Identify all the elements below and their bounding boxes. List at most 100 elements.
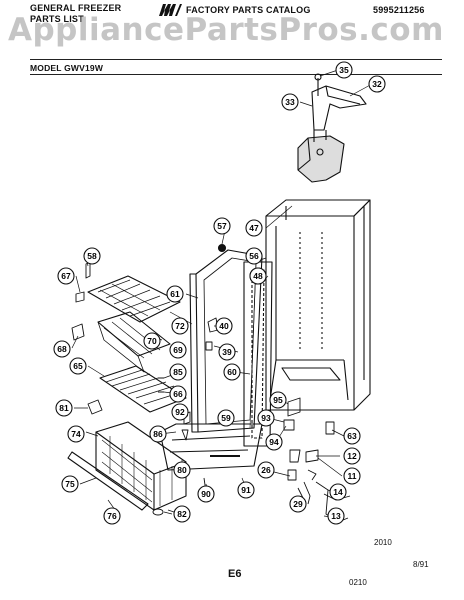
callout-81: 81 (55, 399, 73, 417)
catalog-title: FACTORY PARTS CATALOG (186, 5, 311, 15)
callout-label: 66 (173, 389, 183, 399)
top-hinge-assembly (297, 73, 367, 183)
callout-35: 35 (335, 61, 353, 79)
callout-66: 66 (169, 385, 187, 403)
callout-label: 32 (372, 79, 382, 89)
callout-47: 47 (245, 219, 263, 237)
brand-logo (158, 2, 182, 18)
callout-90: 90 (197, 485, 215, 503)
callout-61: 61 (166, 285, 184, 303)
front-trim (67, 451, 149, 511)
callout-label: 86 (153, 429, 163, 439)
callout-86: 86 (149, 425, 167, 443)
sub-code: 0210 (349, 578, 367, 587)
callout-label: 59 (221, 413, 231, 423)
callout-11: 11 (343, 467, 361, 485)
callout-29: 29 (289, 495, 307, 513)
callout-label: 47 (249, 223, 259, 233)
callout-label: 95 (273, 395, 283, 405)
callout-label: 57 (217, 221, 227, 231)
header-rule-bottom (30, 74, 442, 75)
callout-56: 56 (245, 247, 263, 265)
diagram-code: 2010 (374, 538, 392, 547)
callout-94: 94 (265, 433, 283, 451)
callout-label: 58 (87, 251, 97, 261)
small-hardware (71, 261, 351, 523)
callout-85: 85 (169, 363, 187, 381)
callout-57: 57 (213, 217, 231, 235)
callout-label: 91 (241, 485, 251, 495)
callout-93: 93 (257, 409, 275, 427)
model-label: MODEL GWV19W (30, 63, 104, 73)
callout-14: 14 (329, 483, 347, 501)
kick-plate (159, 423, 263, 471)
callout-label: 26 (261, 465, 271, 475)
callout-label: 93 (261, 413, 271, 423)
callout-label: 63 (347, 431, 357, 441)
callout-label: 35 (339, 65, 349, 75)
bottom-basket (95, 421, 187, 511)
watermark: AppliancePartsPros.com (8, 12, 444, 48)
callout-label: 85 (173, 367, 183, 377)
callout-76: 76 (103, 507, 121, 525)
callout-label: 75 (65, 479, 75, 489)
callout-label: 11 (348, 471, 357, 481)
callout-32: 32 (368, 75, 386, 93)
callout-60: 60 (223, 363, 241, 381)
callout-59: 59 (217, 409, 235, 427)
callout-72: 72 (171, 317, 189, 335)
callout-label: 33 (285, 97, 295, 107)
cabinet (265, 199, 371, 411)
callout-75: 75 (61, 475, 79, 493)
callout-label: 12 (347, 451, 357, 461)
callout-label: 67 (61, 271, 71, 281)
callout-68: 68 (53, 340, 71, 358)
callout-label: 60 (227, 367, 237, 377)
callout-69: 69 (169, 341, 187, 359)
callout-label: 94 (269, 437, 279, 447)
callout-label: 81 (59, 403, 69, 413)
wire-shelf (99, 365, 187, 413)
callout-80: 80 (173, 461, 191, 479)
callout-70: 70 (143, 332, 161, 350)
callout-12: 12 (343, 447, 361, 465)
top-shelf (87, 275, 181, 323)
callout-26: 26 (257, 461, 275, 479)
callout-label: 39 (222, 347, 232, 357)
callout-label: 61 (170, 289, 180, 299)
page-number: E6 (228, 568, 242, 580)
header-title-line2: PARTS LIST (30, 14, 84, 24)
callout-label: 48 (253, 271, 263, 281)
catalog-number: 5995211256 (373, 5, 425, 15)
door-pin (217, 243, 227, 253)
callout-label: 56 (249, 251, 259, 261)
callout-label: 40 (219, 321, 229, 331)
callout-label: 80 (177, 465, 187, 475)
callout-65: 65 (69, 357, 87, 375)
callout-label: 74 (71, 429, 81, 439)
revision-date: 8/91 (413, 560, 429, 569)
callout-63: 63 (343, 427, 361, 445)
callout-74: 74 (67, 425, 85, 443)
callout-39: 39 (218, 343, 236, 361)
callout-33: 33 (281, 93, 299, 111)
callout-95: 95 (269, 391, 287, 409)
callout-label: 29 (293, 499, 303, 509)
callout-label: 92 (175, 407, 185, 417)
callout-82: 82 (173, 505, 191, 523)
callout-40: 40 (215, 317, 233, 335)
callout-58: 58 (83, 247, 101, 265)
callout-label: 69 (173, 345, 183, 355)
callout-label: 14 (333, 487, 343, 497)
callout-label: 13 (331, 511, 341, 521)
callout-label: 70 (147, 336, 157, 346)
header-title-line1: GENERAL FREEZER (30, 3, 122, 13)
door-rack (97, 311, 171, 373)
callout-92: 92 (171, 403, 189, 421)
callout-48: 48 (249, 267, 267, 285)
callout-label: 72 (175, 321, 185, 331)
callout-label: 65 (73, 361, 83, 371)
header-rule-top (30, 59, 442, 60)
callout-label: 76 (107, 511, 117, 521)
